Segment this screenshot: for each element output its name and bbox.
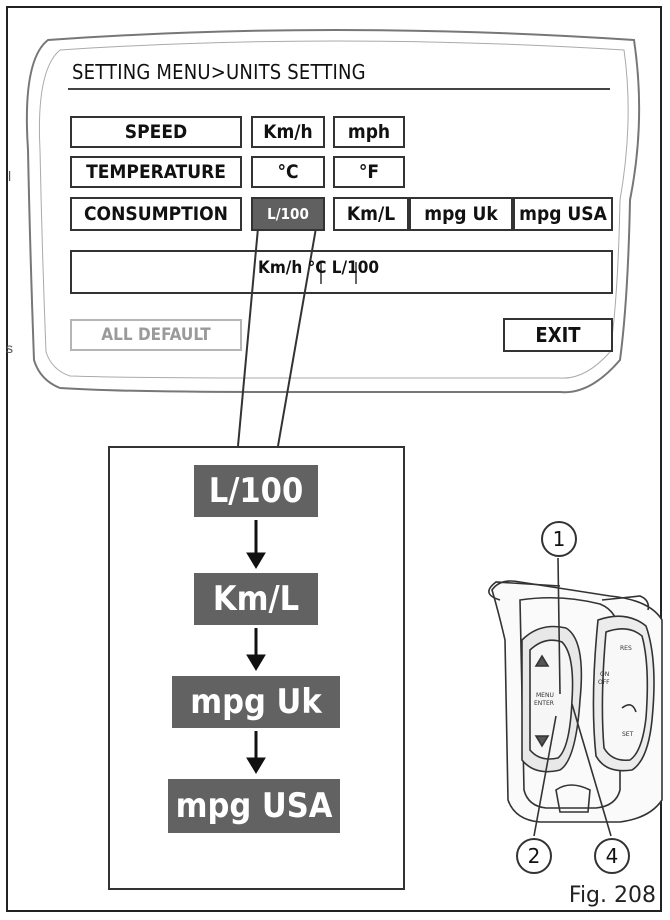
cycle-step-mpg-uk: mpg Uk: [172, 676, 340, 728]
callout-1: 1: [541, 521, 577, 557]
consumption-option-kml[interactable]: Km/L: [333, 197, 409, 231]
cycle-step-l100: L/100: [194, 465, 318, 517]
exit-button[interactable]: EXIT: [503, 318, 613, 352]
page-title: SETTING MENU>UNITS SETTING: [72, 60, 366, 84]
temperature-option-celsius[interactable]: °C: [251, 156, 325, 188]
consumption-label: CONSUMPTION: [70, 197, 242, 231]
speed-option-kmh[interactable]: Km/h: [251, 116, 325, 148]
consumption-option-mpg-uk[interactable]: mpg Uk: [409, 197, 513, 231]
figure-frame: [6, 6, 662, 912]
cycle-step-kml: Km/L: [194, 573, 318, 625]
temperature-option-fahrenheit[interactable]: °F: [333, 156, 405, 188]
figure-label: Fig. 208: [568, 883, 656, 908]
all-default-button[interactable]: ALL DEFAULT: [70, 319, 242, 351]
callout-4: 4: [594, 838, 630, 874]
speed-label: SPEED: [70, 116, 242, 148]
consumption-option-mpg-usa[interactable]: mpg USA: [513, 197, 613, 231]
callout-2: 2: [516, 838, 552, 874]
stray-mark: s: [6, 340, 13, 356]
cycle-step-mpg-usa: mpg USA: [168, 779, 340, 833]
consumption-option-l100[interactable]: L/100: [251, 197, 325, 231]
temperature-label: TEMPERATURE: [70, 156, 242, 188]
stray-mark: l: [8, 168, 12, 184]
current-units-text: Km/h °C L/100: [258, 258, 380, 278]
current-units-display: [70, 250, 613, 294]
title-divider: [68, 88, 610, 90]
speed-option-mph[interactable]: mph: [333, 116, 405, 148]
